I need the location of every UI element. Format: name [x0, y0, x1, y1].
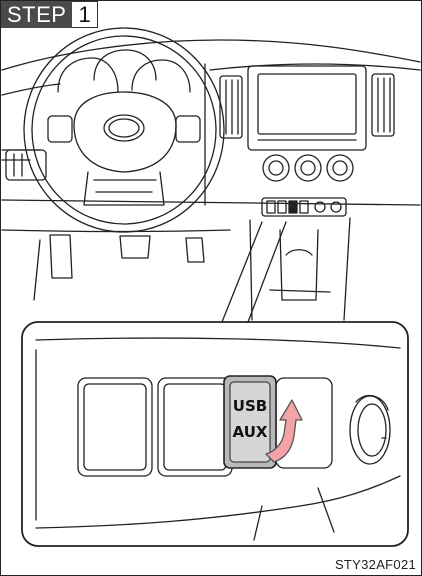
- zoom-callout: [22, 322, 408, 546]
- zoom-leader: [222, 222, 286, 322]
- left-vent: [6, 150, 46, 180]
- aux-label: AUX: [233, 423, 268, 441]
- step-number: 1: [72, 1, 97, 28]
- step-label: STEP: [1, 1, 72, 28]
- step-indicator: STEP 1: [1, 1, 98, 28]
- dashboard-outline: [2, 40, 420, 232]
- pedals: [34, 235, 204, 300]
- center-stack: [220, 66, 394, 320]
- usb-label: USB: [233, 397, 267, 415]
- figure-code: STY32AF021: [335, 557, 416, 572]
